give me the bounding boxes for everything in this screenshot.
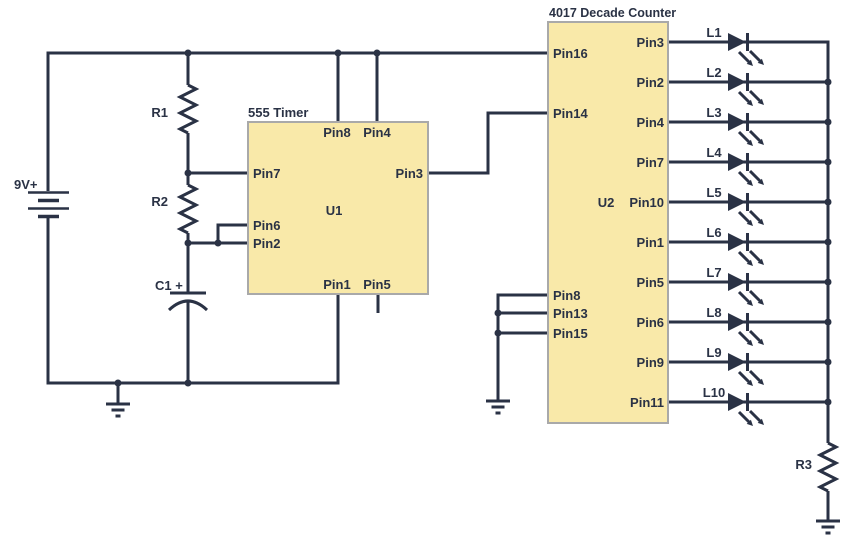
led-symbol-4 (726, 151, 766, 188)
led-symbol-10 (726, 391, 766, 428)
counter-out-pin11-label: Pin11 (630, 395, 664, 410)
capacitor-c1-symbol (167, 291, 209, 312)
timer-pin4-label: Pin4 (363, 125, 391, 140)
led-symbol-7 (726, 271, 766, 308)
counter-pin14-label: Pin14 (553, 106, 588, 121)
led-symbol-8 (726, 311, 766, 348)
counter-out-pin3-label: Pin3 (637, 35, 664, 50)
counter-out-pin7-label: Pin7 (637, 155, 664, 170)
r3-label: R3 (795, 457, 812, 472)
led-7-label: L7 (706, 265, 721, 280)
counter-pin8-label: Pin8 (553, 288, 580, 303)
counter-4017-box (547, 21, 669, 424)
timer-pin8-label: Pin8 (323, 125, 350, 140)
timer-pin7-label: Pin7 (253, 166, 280, 181)
led-3-label: L3 (706, 105, 721, 120)
wire-top-rail (46, 51, 548, 191)
led-6-label: L6 (706, 225, 721, 240)
wire-led1-and-bus (668, 40, 830, 443)
led-symbol-3 (726, 111, 766, 148)
counter-out-pin9-label: Pin9 (637, 355, 664, 370)
timer-pin2-label: Pin2 (253, 236, 280, 251)
led-4-label: L4 (706, 145, 722, 160)
battery-label: 9V+ (14, 177, 38, 192)
timer-ref-label: U1 (326, 203, 343, 218)
led-symbol-9 (726, 351, 766, 388)
wire-pin6 (216, 223, 248, 243)
timer-pin6-label: Pin6 (253, 218, 280, 233)
counter-out-pin4-label: Pin4 (637, 115, 665, 130)
junction-dots (114, 49, 832, 406)
timer-555-box (247, 121, 429, 295)
counter-ref-label: U2 (598, 195, 615, 210)
resistor-r1-symbol (176, 83, 200, 135)
r1-label: R1 (151, 105, 168, 120)
resistor-r2-symbol (176, 183, 200, 235)
led-9-label: L9 (706, 345, 721, 360)
led-symbol-6 (726, 231, 766, 268)
counter-out-pin10-label: Pin10 (629, 195, 664, 210)
led-symbol-1 (726, 31, 766, 68)
led-10-label: L10 (703, 385, 725, 400)
battery-symbol (28, 191, 69, 219)
led-symbols (726, 31, 766, 428)
led-symbol-2 (726, 71, 766, 108)
counter-out-pin6-label: Pin6 (637, 315, 664, 330)
counter-pin13-label: Pin13 (553, 306, 588, 321)
wire-counter-pin8-gnd (496, 293, 548, 401)
counter-4017-title: 4017 Decade Counter (549, 6, 676, 20)
timer-pin1-label: Pin1 (323, 277, 350, 292)
ground-symbol-middle (484, 399, 512, 415)
resistor-r3-symbol (816, 441, 840, 493)
r2-label: R2 (151, 194, 168, 209)
counter-out-pin5-label: Pin5 (637, 275, 664, 290)
c1-label: C1 + (155, 278, 183, 293)
led-2-label: L2 (706, 65, 721, 80)
ground-symbol-left (104, 402, 132, 418)
timer-pin3-label: Pin3 (396, 166, 423, 181)
timer-pin5-label: Pin5 (363, 277, 390, 292)
led-1-label: L1 (706, 25, 721, 40)
counter-pin16-label: Pin16 (553, 46, 588, 61)
counter-pin15-label: Pin15 (553, 326, 588, 341)
counter-out-pin2-label: Pin2 (637, 75, 664, 90)
timer-555-title: 555 Timer (248, 105, 308, 120)
ground-symbol-right (814, 519, 842, 535)
counter-out-pin1-label: Pin1 (637, 235, 664, 250)
wire-bottom-rail (46, 218, 340, 385)
led-symbol-5 (726, 191, 766, 228)
led-8-label: L8 (706, 305, 721, 320)
wire-pin3-to-pin14 (428, 111, 548, 175)
led-5-label: L5 (706, 185, 721, 200)
